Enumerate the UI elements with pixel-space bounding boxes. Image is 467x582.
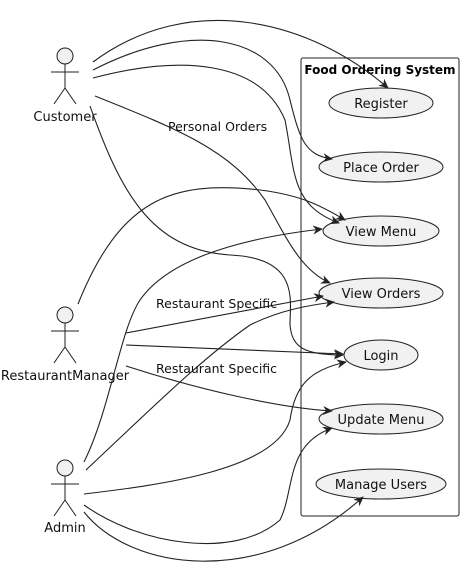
system-title: Food Ordering System [304,63,455,77]
use-case-view-menu[interactable]: View Menu [322,215,440,247]
use-case-view-menu-label: View Menu [346,225,417,240]
actor-customer-label: Customer [33,110,97,125]
edge-admin-update-menu [83,426,333,544]
edge-admin-manage-users [83,496,364,562]
use-case-register-label: Register [354,97,408,112]
edge-label-restaurant-specific-orders: Restaurant Specific [156,296,277,311]
edge-label-restaurant-specific-menu: Restaurant Specific [156,361,277,376]
edge-customer-login [89,105,344,360]
actor-manager-head-icon [56,306,74,324]
use-case-manage-users[interactable]: Manage Users [315,468,447,500]
edge-manager-login [125,344,344,359]
use-case-place-order[interactable]: Place Order [318,151,444,183]
actor-customer[interactable]: Customer [33,47,97,125]
use-case-login-label: Login [363,349,398,364]
use-case-login[interactable]: Login [343,339,419,371]
actor-admin[interactable]: Admin [44,459,86,536]
actor-manager-label: RestaurantManager [1,369,130,384]
edge-customer-place-order [92,39,333,163]
actor-admin-label: Admin [44,521,85,536]
edge-customer-register [92,19,389,89]
actor-restaurant-manager[interactable]: RestaurantManager [1,306,130,384]
use-case-manage-users-label: Manage Users [335,478,427,493]
edge-manager-update-menu [125,365,333,415]
use-case-register[interactable]: Register [328,87,434,119]
actor-admin-head-icon [56,459,74,477]
edge-admin-login [83,359,347,495]
use-case-view-orders[interactable]: View Orders [318,277,444,309]
edge-customer-view-orders [94,95,331,284]
use-case-update-menu[interactable]: Update Menu [318,403,444,435]
edge-manager-view-orders [125,293,324,334]
edge-customer-view-menu [92,64,340,225]
use-case-update-menu-label: Update Menu [338,413,425,428]
edge-admin-view-orders [85,298,335,471]
edge-admin-view-menu [83,225,323,463]
use-case-view-orders-label: View Orders [342,287,421,302]
actor-customer-head-icon [56,47,74,65]
edge-label-personal-orders: Personal Orders [168,119,267,134]
use-case-place-order-label: Place Order [343,161,419,176]
edge-manager-view-menu [77,187,346,305]
